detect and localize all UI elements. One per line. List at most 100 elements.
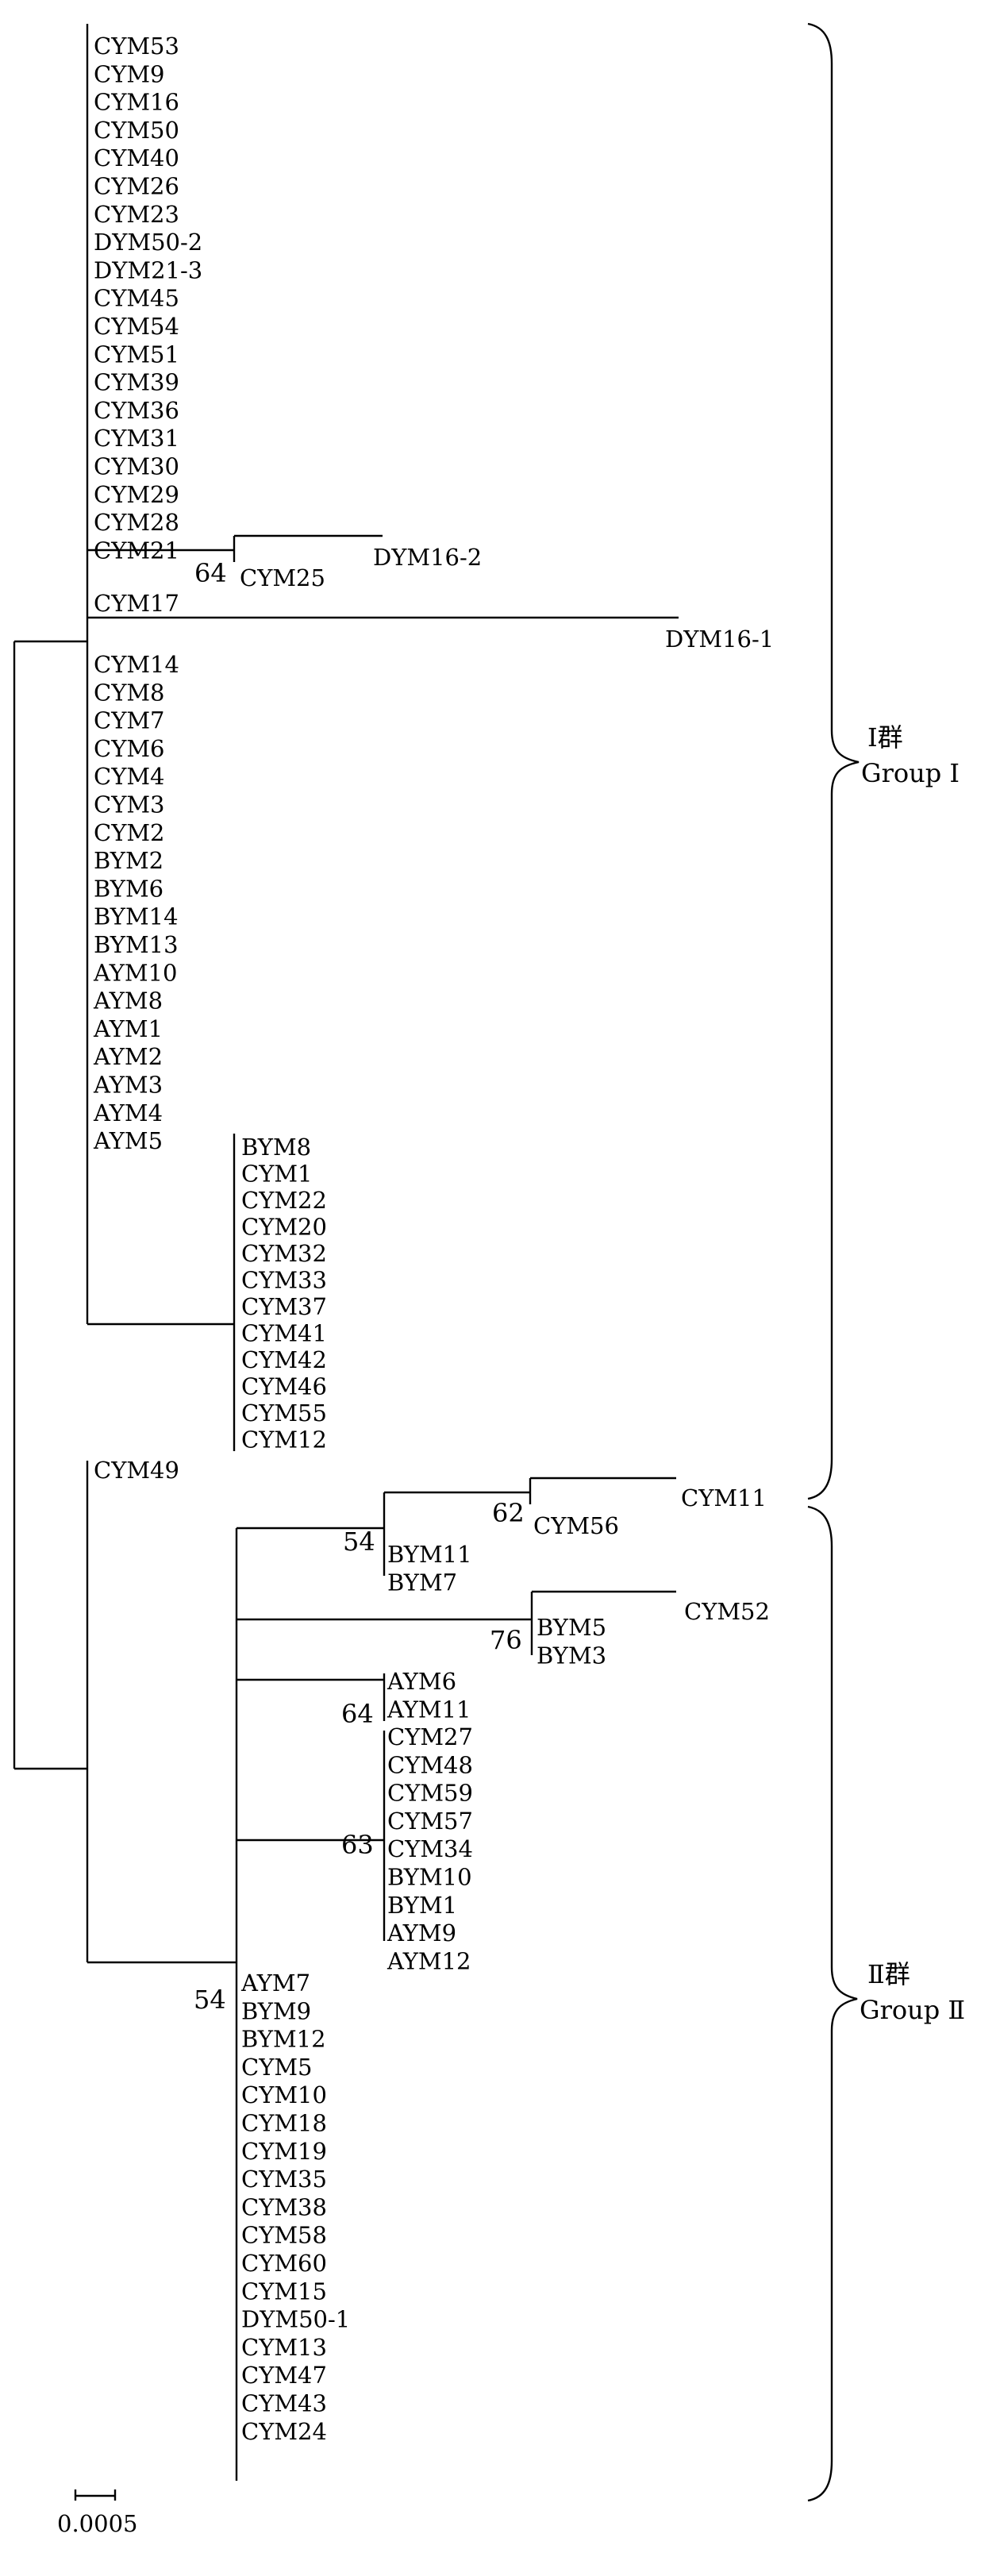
taxon-label: CYM6: [94, 735, 164, 762]
group-2-label-en: Group Ⅱ: [860, 1995, 965, 2025]
taxon-label: CYM4: [94, 763, 164, 790]
taxon-label: AYM2: [93, 1043, 163, 1070]
taxon-label: CYM51: [94, 341, 179, 368]
taxon-label: CYM11: [681, 1484, 767, 1511]
taxon-label: CYM39: [94, 369, 179, 396]
taxon-label: CYM40: [94, 144, 179, 171]
taxon-label: CYM5: [241, 2054, 312, 2081]
taxon-label: CYM14: [94, 651, 179, 678]
taxon-label: CYM20: [241, 1214, 327, 1241]
group-2-brace: [807, 1505, 858, 2502]
taxon-label: BYM6: [94, 875, 163, 902]
group-1-label-en: Group Ⅰ: [861, 758, 960, 788]
taxon-label: CYM38: [241, 2193, 327, 2220]
bootstrap-value: 54: [343, 1527, 375, 1557]
taxon-label: AYM1: [93, 1015, 163, 1042]
taxon-label: AYM11: [387, 1696, 471, 1723]
taxon-label: BYM8: [241, 1134, 311, 1161]
taxon-label: CYM43: [241, 2390, 327, 2417]
scale-bar: 0.0005: [57, 2489, 137, 2537]
taxon-label: CYM37: [241, 1293, 327, 1320]
taxon-label: BYM13: [94, 931, 179, 958]
taxon-label: CYM46: [241, 1373, 327, 1400]
taxon-label: CYM1: [241, 1161, 312, 1188]
taxon-label: AYM10: [93, 959, 178, 986]
taxon-label: CYM52: [684, 1598, 770, 1625]
taxon-label: CYM3: [94, 791, 164, 818]
taxon-label: CYM23: [94, 201, 179, 228]
taxon-label: AYM12: [387, 1947, 471, 1974]
taxon-label: CYM54: [94, 313, 179, 340]
taxon-label: BYM1: [387, 1892, 457, 1919]
taxon-label: CYM34: [387, 1835, 473, 1862]
taxon-label: CYM45: [94, 285, 179, 312]
taxon-label: DYM21-3: [94, 256, 202, 283]
bootstrap-value: 62: [492, 1498, 525, 1528]
taxon-label: CYM33: [241, 1267, 327, 1294]
taxon-label: CYM7: [94, 707, 164, 734]
taxon-label: CYM21: [94, 537, 179, 564]
taxon-label: CYM47: [241, 2362, 327, 2389]
taxon-label: CYM30: [94, 453, 179, 480]
taxon-label: BYM10: [387, 1864, 472, 1891]
taxon-label: CYM10: [241, 2081, 327, 2108]
taxon-label: CYM53: [94, 33, 179, 60]
taxon-label: CYM13: [241, 2334, 327, 2361]
taxon-label: CYM50: [94, 117, 179, 144]
scale-bar-label: 0.0005: [57, 2510, 137, 2537]
taxon-label: AYM7: [240, 1970, 310, 1996]
taxon-labels: CYM53CYM9CYM16CYM50CYM40CYM26CYM23DYM50-…: [93, 33, 774, 2445]
taxon-label: CYM41: [241, 1320, 327, 1347]
taxon-label: CYM28: [94, 509, 179, 536]
taxon-label: DYM16-2: [373, 544, 482, 571]
taxon-label: CYM15: [241, 2278, 327, 2305]
taxon-label: AYM4: [93, 1099, 163, 1126]
taxon-label: CYM42: [241, 1346, 327, 1373]
taxon-label: CYM58: [241, 2222, 327, 2249]
taxon-label: CYM2: [94, 819, 164, 846]
taxon-label: CYM26: [94, 173, 179, 200]
taxon-label: DYM50-1: [241, 2306, 350, 2333]
taxon-label: CYM56: [533, 1512, 619, 1539]
taxon-label: CYM24: [241, 2418, 327, 2445]
bootstrap-value: 54: [194, 1985, 226, 2015]
taxon-label: CYM31: [94, 425, 179, 452]
taxon-label: CYM35: [241, 2166, 327, 2193]
bootstrap-value: 64: [194, 558, 227, 588]
taxon-label: CYM32: [241, 1240, 327, 1267]
taxon-label: CYM12: [241, 1427, 327, 1454]
taxon-label: BYM7: [387, 1569, 457, 1596]
taxon-label: BYM2: [94, 847, 163, 874]
taxon-label: CYM27: [387, 1723, 473, 1750]
taxon-label: DYM16-1: [665, 626, 774, 653]
taxon-label: CYM25: [240, 564, 325, 591]
taxon-label: AYM5: [93, 1127, 163, 1154]
group-1-label-cn: Ⅰ群: [867, 722, 903, 753]
taxon-label: CYM17: [94, 590, 179, 617]
taxon-label: CYM48: [387, 1751, 473, 1778]
group-2-label-cn: Ⅱ群: [867, 1959, 910, 1989]
taxon-label: AYM6: [387, 1668, 456, 1695]
bootstrap-value: 64: [341, 1699, 374, 1729]
taxon-label: CYM36: [94, 397, 179, 424]
tree-branches: [13, 24, 679, 2481]
taxon-label: AYM8: [93, 988, 163, 1015]
taxon-label: BYM5: [537, 1614, 606, 1641]
taxon-label: BYM14: [94, 903, 179, 930]
taxon-label: AYM9: [387, 1919, 456, 1946]
taxon-label: AYM3: [93, 1072, 163, 1099]
taxon-label: BYM3: [537, 1642, 606, 1669]
taxon-label: CYM8: [94, 679, 164, 706]
bootstrap-value: 63: [341, 1830, 374, 1860]
taxon-label: CYM60: [241, 2250, 327, 2277]
taxon-label: CYM57: [387, 1808, 473, 1835]
taxon-label: CYM49: [94, 1457, 179, 1484]
taxon-label: BYM9: [241, 1997, 311, 2024]
taxon-label: BYM12: [241, 2026, 326, 2053]
taxon-label: CYM29: [94, 481, 179, 508]
taxon-label: CYM9: [94, 60, 164, 87]
taxon-label: CYM18: [241, 2110, 327, 2137]
taxon-label: DYM50-2: [94, 229, 202, 256]
